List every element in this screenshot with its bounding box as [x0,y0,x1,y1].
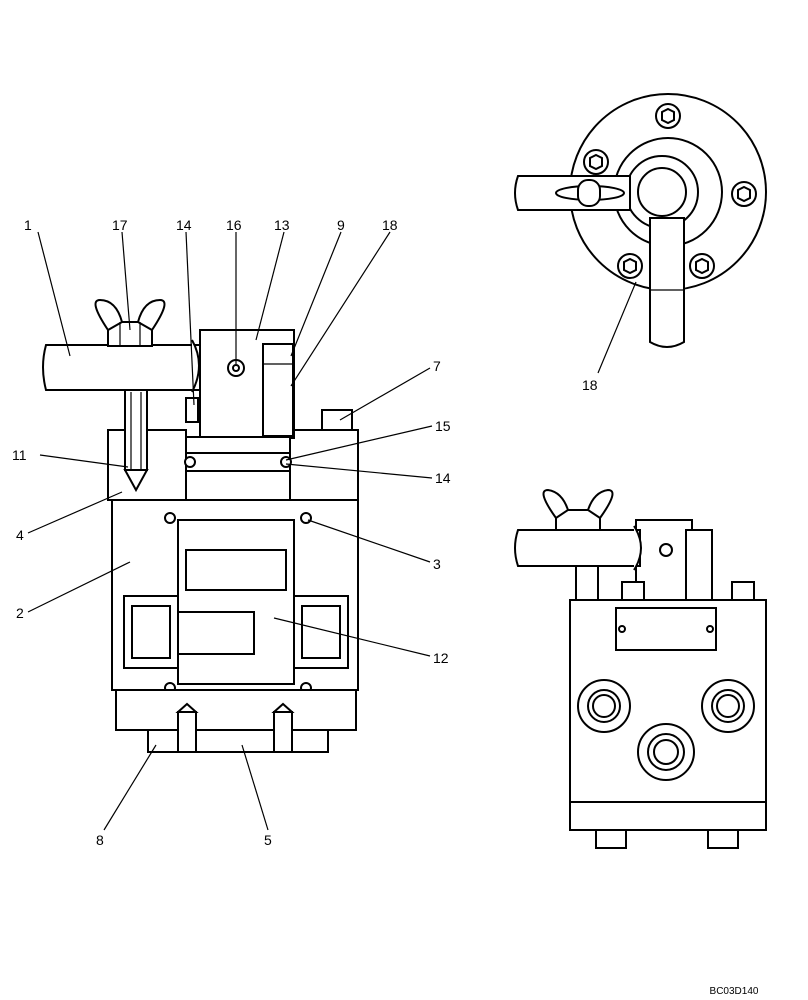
callout-2: 2 [16,605,24,621]
pin-14 [185,397,199,423]
flange-bolts [583,103,757,281]
callout-18-section: 18 [382,217,398,233]
callout-8: 8 [96,832,104,848]
o-ring-15 [184,456,196,468]
main-body-2 [111,499,359,694]
drawing-reference: BC03D140 [710,986,759,997]
callout-4: 4 [16,527,24,543]
callout-14-upper: 14 [176,217,192,233]
callout-11: 11 [12,447,27,463]
callout-17: 17 [112,217,128,233]
callout-15: 15 [435,418,451,434]
top-view [514,93,767,348]
callout-labels: 1 17 14 16 13 9 18 7 15 11 14 4 3 2 12 8… [12,217,598,848]
o-ring-3 [164,512,176,524]
callout-14-lower: 14 [435,470,451,486]
leader-lines [27,231,637,831]
wing-nut-17 [94,298,166,347]
side-view [514,488,767,849]
pin-9 [262,343,294,437]
callout-16: 16 [226,217,242,233]
callout-3: 3 [433,556,441,572]
callout-5: 5 [264,832,272,848]
callout-13: 13 [274,217,290,233]
callout-1: 1 [24,217,32,233]
callout-18-top: 18 [582,377,598,393]
section-view [42,298,359,753]
callout-9: 9 [337,217,345,233]
handle-shaft-1 [42,339,201,393]
callout-12: 12 [433,650,449,666]
lower-plate-5 [115,689,357,753]
stud-11 [123,387,149,493]
callout-7: 7 [433,358,441,374]
